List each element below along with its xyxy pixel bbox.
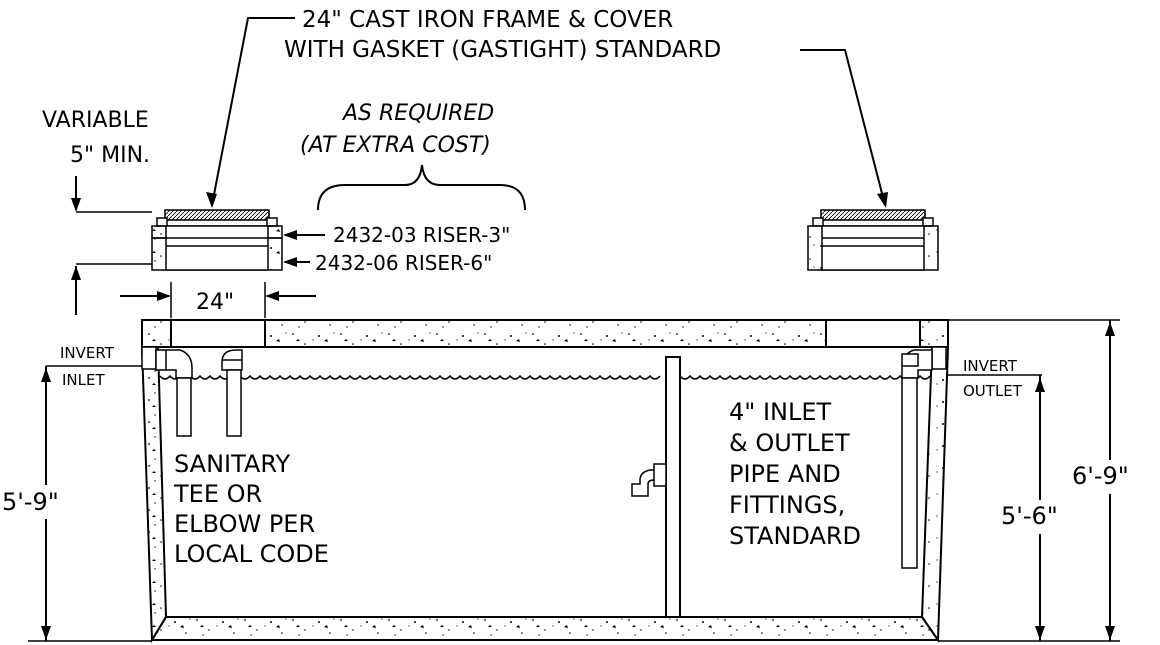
baffle-wall	[665, 356, 681, 618]
opening-dimension	[120, 282, 316, 318]
inlet-height-dimension: 5'-9"	[2, 488, 59, 516]
pipe-note-line2: & OUTLET	[729, 429, 850, 457]
extra-cost-label: (AT EXTRA COST)	[300, 133, 491, 158]
frame-cover-leaders	[206, 17, 888, 208]
opening-width-label: 24"	[196, 290, 234, 315]
tank-left-wall	[140, 346, 168, 644]
as-required-label: AS REQUIRED	[341, 101, 494, 126]
pipe-note-line4: FITTINGS,	[729, 491, 845, 519]
riser-6-label: 2432-06 RISER-6"	[315, 251, 492, 275]
tank-bottom-slab	[150, 616, 940, 641]
outlet-access-opening	[825, 319, 921, 348]
pipe-note-line1: 4" INLET	[729, 398, 832, 426]
riser-3-label: 2432-03 RISER-3"	[333, 223, 510, 247]
invert-outlet-label: INVERT	[963, 357, 1018, 375]
left-cover	[164, 209, 270, 221]
baffle-elbow	[631, 463, 667, 497]
tank-top-slab	[141, 319, 949, 348]
inlet-access-opening	[170, 319, 266, 348]
inlet-label: INLET	[62, 371, 105, 389]
sanitary-note-line2: TEE OR	[173, 480, 262, 508]
riser-arrows	[283, 230, 325, 267]
invert-inlet-label: INVERT	[60, 344, 115, 362]
inlet-sanitary-tee	[141, 346, 193, 437]
as-required-brace	[317, 164, 526, 211]
inlet-elbow	[221, 349, 243, 437]
frame-note-line2: WITH GASKET (GASTIGHT) STANDARD	[284, 37, 721, 63]
variable-min-label: 5" MIN.	[70, 143, 150, 168]
tank-right-wall	[920, 346, 950, 644]
outlet-height-dimension: 5'-6"	[1001, 502, 1058, 530]
sanitary-note-line3: ELBOW PER	[174, 510, 315, 538]
overall-height-dimension: 6'-9"	[1072, 462, 1129, 490]
sanitary-note-line1: SANITARY	[174, 450, 290, 478]
pipe-note-line3: PIPE AND	[729, 460, 841, 488]
pipe-note-line5: STANDARD	[729, 522, 861, 550]
left-riser-stack	[151, 209, 283, 271]
frame-note-line1: 24" CAST IRON FRAME & COVER	[302, 7, 673, 33]
variable-dimension	[71, 176, 152, 315]
water-line	[159, 374, 931, 380]
outlet-label: OUTLET	[963, 382, 1023, 400]
sanitary-note-line4: LOCAL CODE	[174, 540, 329, 568]
variable-label: VARIABLE	[42, 108, 149, 133]
right-cover	[820, 209, 926, 221]
outlet-tee	[901, 346, 947, 569]
right-riser-stack	[807, 209, 939, 271]
